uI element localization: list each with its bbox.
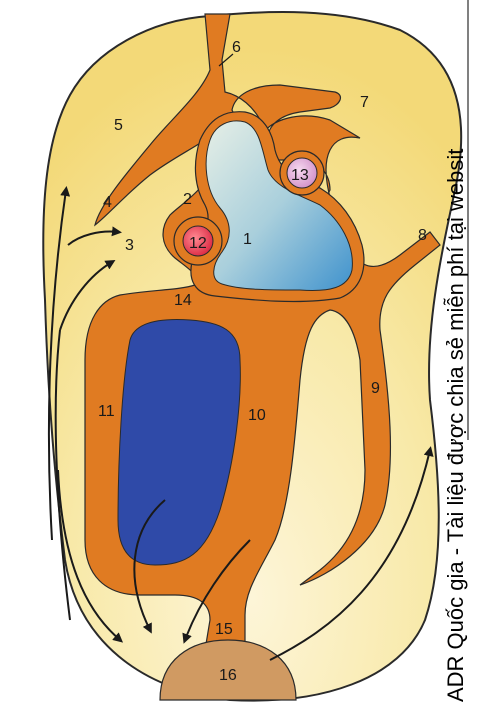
label-11: 11 [98, 403, 115, 420]
label-7: 7 [360, 94, 369, 111]
label-2: 2 [183, 191, 192, 208]
label-13: 13 [291, 167, 309, 184]
label-9: 9 [371, 380, 380, 397]
label-10: 10 [248, 407, 266, 424]
label-1: 1 [243, 231, 252, 248]
label-6: 6 [232, 39, 241, 56]
label-8: 8 [418, 227, 427, 244]
label-12: 12 [189, 235, 207, 252]
label-3: 3 [125, 237, 134, 254]
watermark-text: ADR Quốc gia - Tài liệu được chia sẻ miễ… [443, 149, 468, 702]
label-4: 4 [103, 194, 112, 211]
label-16: 16 [219, 667, 237, 684]
label-15: 15 [215, 621, 233, 638]
label-5: 5 [114, 117, 123, 134]
label-14: 14 [174, 292, 192, 309]
